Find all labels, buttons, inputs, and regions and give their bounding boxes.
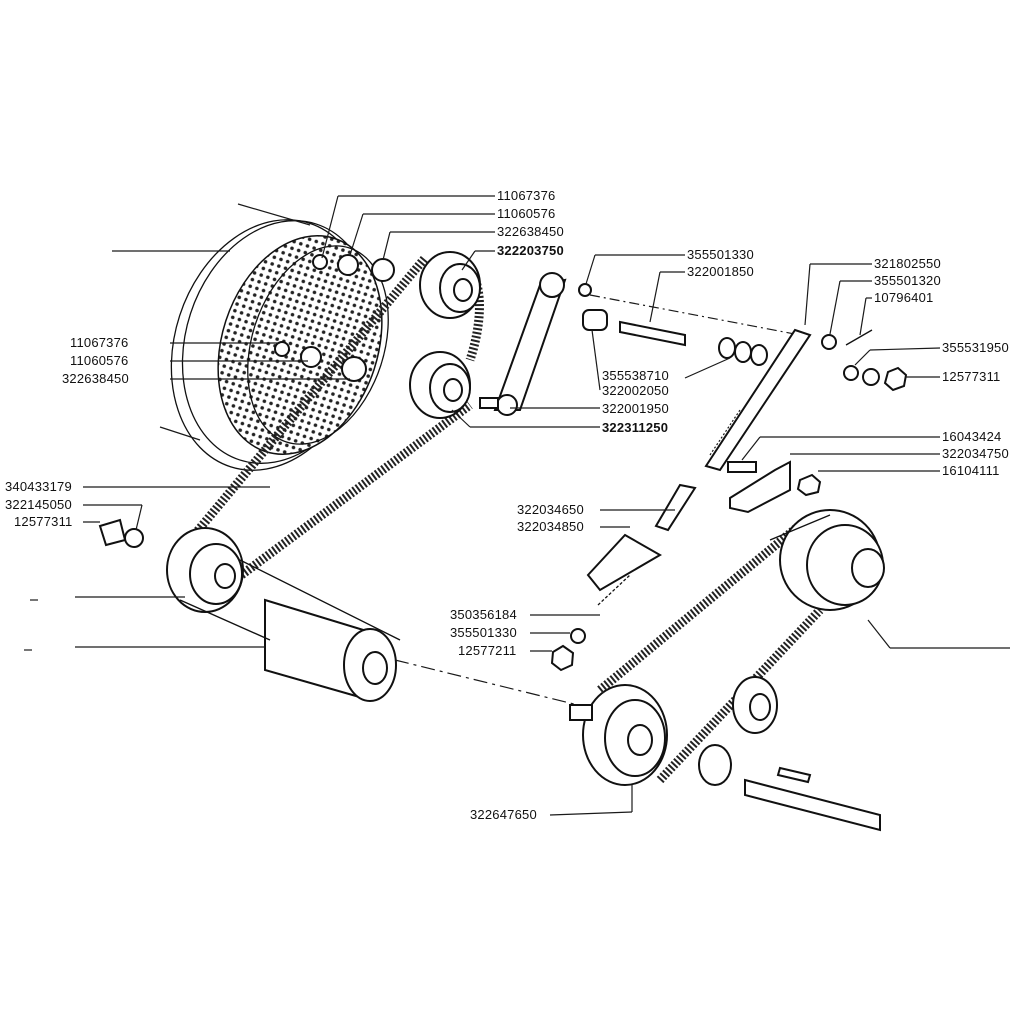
part-label-355501330-top: 355501330 bbox=[687, 247, 754, 262]
part-label-322001850: 322001850 bbox=[687, 264, 754, 279]
part-label-322002050: 322002050 bbox=[602, 383, 669, 398]
large-perforated-drum-icon bbox=[170, 219, 395, 471]
part-label-322034650: 322034650 bbox=[517, 502, 584, 517]
part-label-12577311-right: 12577311 bbox=[942, 369, 1001, 384]
part-label-322034750: 322034750 bbox=[942, 446, 1009, 461]
part-label-322001950: 322001950 bbox=[602, 401, 669, 416]
part-label-322203750: 322203750 bbox=[497, 243, 564, 258]
part-label-11060576-top: 11060576 bbox=[497, 206, 556, 221]
tensioner-arm-icon bbox=[479, 272, 567, 416]
v-belt-lower bbox=[179, 559, 401, 641]
part-label-355501330-bottom: 355501330 bbox=[450, 625, 517, 640]
threaded-rod-icon bbox=[704, 328, 908, 472]
part-label-322638450-left: 322638450 bbox=[62, 371, 129, 386]
bracket-322034750 bbox=[727, 460, 822, 514]
part-label-355501320: 355501320 bbox=[874, 273, 941, 288]
idler-pulley-lower bbox=[409, 351, 471, 419]
part-label-321802550: 321802550 bbox=[874, 256, 941, 271]
part-label-322034850: 322034850 bbox=[517, 519, 584, 534]
part-label-11067376-top: 11067376 bbox=[497, 188, 556, 203]
idler-pulley-upper bbox=[419, 251, 481, 319]
part-label-16104111: 16104111 bbox=[942, 463, 1000, 478]
pump-pulley-icon bbox=[769, 509, 885, 611]
part-label-322145050: 322145050 bbox=[5, 497, 72, 512]
part-label-12577311-left: 12577311 bbox=[14, 514, 73, 529]
part-label-340433179: 340433179 bbox=[5, 479, 72, 494]
adjuster-group bbox=[550, 483, 697, 672]
part-label-322311250: 322311250 bbox=[602, 420, 669, 435]
leader-lines bbox=[24, 195, 1010, 816]
part-label-11067376-left: 11067376 bbox=[70, 335, 129, 350]
part-label-16043424: 16043424 bbox=[942, 429, 1002, 444]
part-label-322638450-top: 322638450 bbox=[497, 224, 564, 239]
electric-motor-icon bbox=[264, 598, 591, 709]
motor-pulley-icon bbox=[98, 518, 244, 613]
part-label-322647650: 322647650 bbox=[470, 807, 537, 822]
part-label-12577211: 12577211 bbox=[458, 643, 517, 658]
part-label-350356184: 350356184 bbox=[450, 607, 517, 622]
shaft-icon bbox=[698, 676, 881, 832]
pin-and-spacer-group bbox=[578, 283, 801, 366]
v-belt-340433179 bbox=[186, 255, 484, 586]
part-label-355531950: 355531950 bbox=[942, 340, 1009, 355]
part-label-355538710: 355538710 bbox=[602, 368, 669, 383]
part-label-11060576-left: 11060576 bbox=[70, 353, 129, 368]
drive-pulley-icon bbox=[569, 684, 668, 786]
part-label-10796401: 10796401 bbox=[874, 290, 934, 305]
